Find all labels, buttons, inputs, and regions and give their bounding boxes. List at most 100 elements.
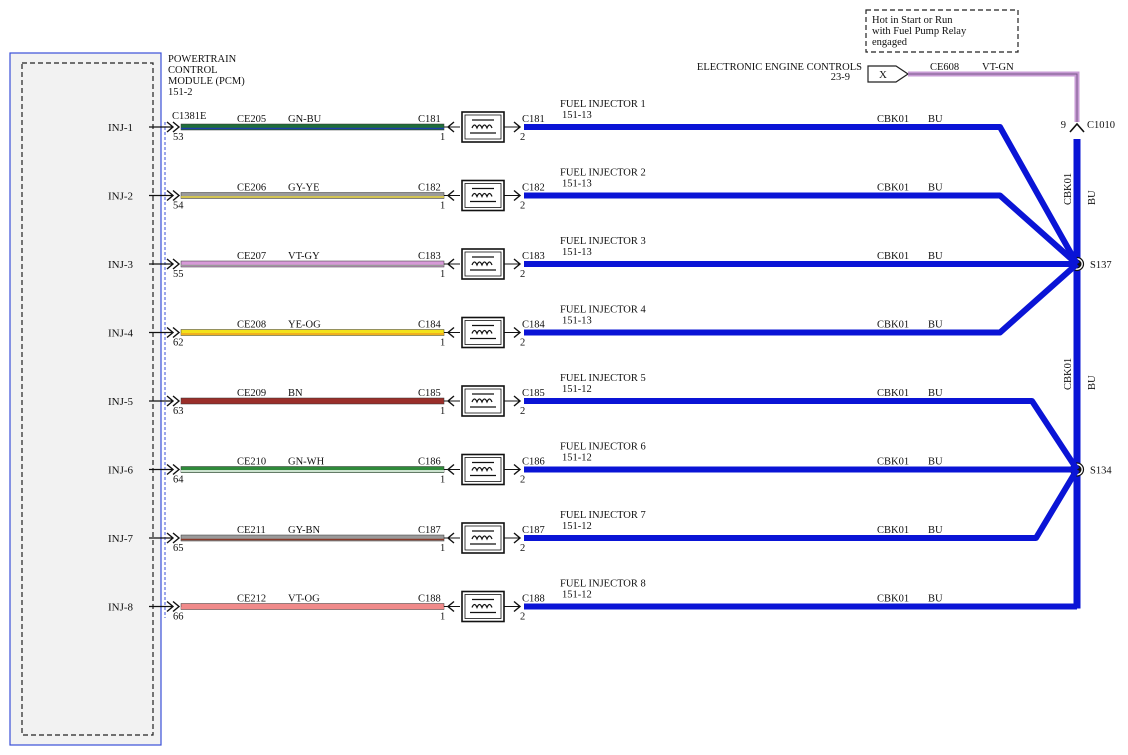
eec-marker: X xyxy=(879,69,887,81)
pcm-pin-arrow xyxy=(166,258,175,270)
connector-arrow-right xyxy=(513,258,522,270)
pcm-pin-arrow xyxy=(166,532,175,544)
injector-coil-icon xyxy=(471,329,493,336)
injector-name: FUEL INJECTOR 5 xyxy=(560,373,646,384)
injector-page-ref: 151-12 xyxy=(562,384,592,395)
splice-label-2: S134 xyxy=(1090,466,1112,477)
injector-coil-icon xyxy=(471,124,493,130)
pcm-pin-number: 65 xyxy=(173,543,184,554)
pcm-pin-arrow-2 xyxy=(172,532,181,544)
injector-coil-icon xyxy=(471,535,493,541)
circuit-number: CE211 xyxy=(237,525,266,536)
pcm-pin-label: INJ-5 xyxy=(108,396,134,408)
injector-symbol-inner xyxy=(464,320,502,345)
connector-arrow-right xyxy=(513,189,522,202)
connector-arrow-right xyxy=(513,600,522,613)
feed-color-code: BU xyxy=(928,114,943,125)
circuit-number: CE208 xyxy=(237,320,266,331)
connector-label-left: C182 xyxy=(418,183,441,194)
pcm-title-line-4: 151-2 xyxy=(168,87,193,98)
connector-label-right: C183 xyxy=(522,251,545,262)
pcm-title-line-2: CONTROL xyxy=(168,65,218,76)
eec-circuit: CE608 xyxy=(930,62,959,73)
connector-pin-right: 2 xyxy=(520,269,525,280)
connector-pin-right: 2 xyxy=(520,543,525,554)
note-line-3: engaged xyxy=(872,37,908,48)
pcm-pin-label: INJ-3 xyxy=(108,259,134,271)
connector-pin-right: 2 xyxy=(520,132,525,143)
note-line-1: Hot in Start or Run xyxy=(872,15,953,26)
connector-pin-left: 1 xyxy=(440,475,445,486)
connector-arrow-right xyxy=(513,532,522,544)
connector-pin-left: 1 xyxy=(440,338,445,349)
injector-coil-icon xyxy=(471,398,493,404)
pcm-pin-arrow xyxy=(166,395,175,407)
c1010-label: C1010 xyxy=(1087,120,1115,131)
eec-reference: ELECTRONIC ENGINE CONTROLS 23-9 X CE608 … xyxy=(697,62,1115,133)
connector-label-left: C187 xyxy=(418,525,441,536)
pcm-pin-arrow-2 xyxy=(172,463,181,476)
injector-symbol-inner xyxy=(464,594,502,619)
injector-page-ref: 151-13 xyxy=(562,179,592,190)
feed-circuit: CBK01 xyxy=(877,457,909,468)
pcm-connector-label: C1381E xyxy=(172,111,206,122)
pcm-pin-arrow xyxy=(166,189,175,202)
connector-label-right: C188 xyxy=(522,594,545,605)
pcm-pin-number: 64 xyxy=(173,475,184,486)
injector-name: FUEL INJECTOR 4 xyxy=(560,305,647,316)
c1010-pin-symbol xyxy=(1069,122,1085,133)
note-dashed-box xyxy=(865,9,1019,53)
feed-circuit: CBK01 xyxy=(877,388,909,399)
injector-symbol-inner xyxy=(464,457,502,482)
feed-color-code: BU xyxy=(928,183,943,194)
pcm-pin-label: INJ-4 xyxy=(108,328,134,340)
connector-pin-left: 1 xyxy=(440,406,445,417)
connector-pin-right: 2 xyxy=(520,612,525,623)
feed-circuit: CBK01 xyxy=(877,594,909,605)
feed-circuit: CBK01 xyxy=(877,114,909,125)
connector-pin-right: 2 xyxy=(520,406,525,417)
pcm-pin-arrow-2 xyxy=(172,326,181,339)
circuit-color-code: VT-OG xyxy=(288,594,320,605)
circuit-color-code: GN-WH xyxy=(288,457,325,468)
connector-arrow-right xyxy=(513,121,522,133)
feed-color-code: BU xyxy=(928,388,943,399)
eec-title: ELECTRONIC ENGINE CONTROLS xyxy=(697,62,862,73)
connector-pin-left: 1 xyxy=(440,201,445,212)
trunk-circuit-lower: CBK01 xyxy=(1063,358,1074,390)
note-line-2: with Fuel Pump Relay xyxy=(872,26,967,37)
connector-label-left: C186 xyxy=(418,457,441,468)
pcm-pin-arrow xyxy=(166,326,175,339)
pcm-pin-arrow xyxy=(166,121,175,133)
injector-name: FUEL INJECTOR 2 xyxy=(560,168,646,179)
pcm-pin-label: INJ-8 xyxy=(108,602,134,614)
trunk-color-upper: BU xyxy=(1087,190,1098,205)
eec-color-code: VT-GN xyxy=(982,62,1014,73)
connector-arrow-right xyxy=(513,395,522,407)
feed-wire xyxy=(524,124,1080,266)
circuit-color-code: YE-OG xyxy=(288,320,321,331)
injector-page-ref: 151-12 xyxy=(562,453,592,464)
circuit-number: CE207 xyxy=(237,251,266,262)
connector-label-left: C185 xyxy=(418,388,441,399)
circuit-color-code: GN-BU xyxy=(288,114,322,125)
pcm-outer-box xyxy=(9,52,162,746)
feed-wire xyxy=(524,467,1080,541)
injector-page-ref: 151-13 xyxy=(562,316,592,327)
circuit-color-code: BN xyxy=(288,388,303,399)
injector-coil-icon xyxy=(471,261,493,267)
circuit-color-code: GY-BN xyxy=(288,525,321,536)
eec-marker-arrow-box xyxy=(867,65,910,83)
injector-symbol-inner xyxy=(464,114,502,140)
eec-page: 23-9 xyxy=(831,72,850,83)
pcm-pin-number: 63 xyxy=(173,406,184,417)
connector-label-right: C187 xyxy=(522,525,545,536)
injector-name: FUEL INJECTOR 7 xyxy=(560,510,646,521)
connector-label-right: C181 xyxy=(522,114,545,125)
